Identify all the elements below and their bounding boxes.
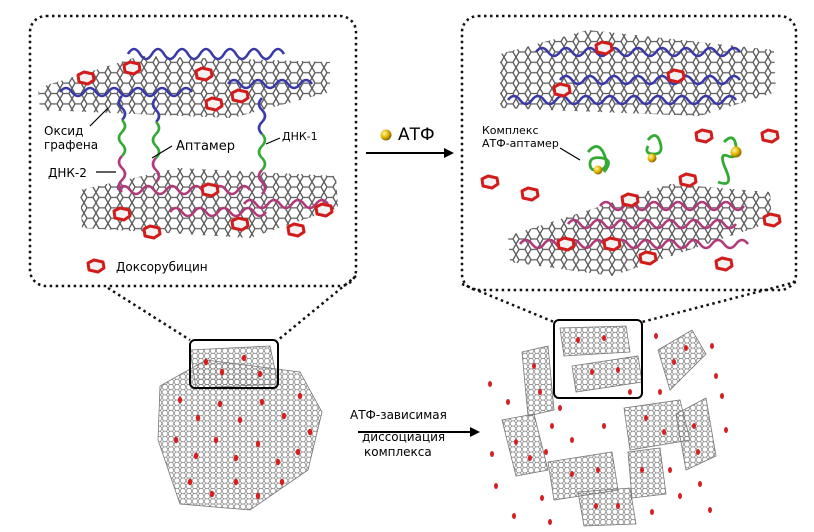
left-panel — [28, 14, 358, 288]
atp-bound-1 — [593, 165, 603, 175]
aptamer-connectors — [117, 95, 267, 195]
right-panel-frame — [460, 14, 798, 292]
dna2-label: ДНК-2 — [48, 166, 87, 180]
atp-molecule-icon — [380, 129, 392, 141]
right-panel — [460, 14, 798, 292]
complex-label-line2: АТФ-аптамер — [482, 137, 559, 150]
complex-leader-line — [559, 147, 581, 161]
graphene-sheet-bottom-right — [508, 184, 772, 276]
atp-aptamer-complexes — [586, 134, 738, 185]
dissociation-label-line2: диссоциация — [362, 430, 446, 444]
atp-bound-3 — [730, 146, 742, 158]
leader-lines-left — [89, 107, 281, 173]
dna2-strand-b — [168, 206, 268, 218]
doxorubicin-icon — [86, 258, 106, 274]
atp-bound-2 — [647, 153, 657, 163]
dna1-strands-right — [506, 46, 742, 106]
aptamer-label: Аптамер — [176, 139, 235, 154]
graphene-oxide-label-line1: Оксид — [44, 124, 84, 138]
dna2-strands-right — [518, 200, 750, 250]
complex-label: Комплекс АТФ-аптамер — [482, 124, 559, 150]
dissociation-label-line3: комплекса — [364, 445, 432, 459]
dissociation-label-line1: АТФ-зависимая — [350, 408, 447, 422]
graphene-oxide-label: Оксид графена — [44, 124, 98, 152]
graphene-oxide-label-line2: графена — [44, 138, 99, 152]
dna2-strand-a — [116, 184, 252, 196]
dna1-strand-right — [226, 78, 314, 90]
complex-label-line1: Комплекс — [482, 124, 539, 137]
zoom-lines — [107, 275, 797, 342]
dna1-label: ДНК-1 — [282, 130, 318, 143]
atp-label: АТФ — [398, 125, 435, 145]
graphene-sheet-top-right — [500, 30, 776, 116]
dna1-strand-top — [126, 47, 286, 61]
aggregate-selection-box — [189, 339, 279, 389]
graphene-aggregate — [157, 339, 323, 511]
dispersed-sheets — [488, 319, 728, 527]
doxorubicin-legend-label: Доксорубицин — [116, 260, 208, 274]
graphene-sheet-bottom — [80, 168, 338, 238]
dna1-strand-mid — [58, 86, 194, 98]
dispersed-selection-box — [553, 319, 643, 399]
graphene-sheet-top — [38, 56, 330, 118]
dna2-strand-c — [242, 198, 330, 210]
